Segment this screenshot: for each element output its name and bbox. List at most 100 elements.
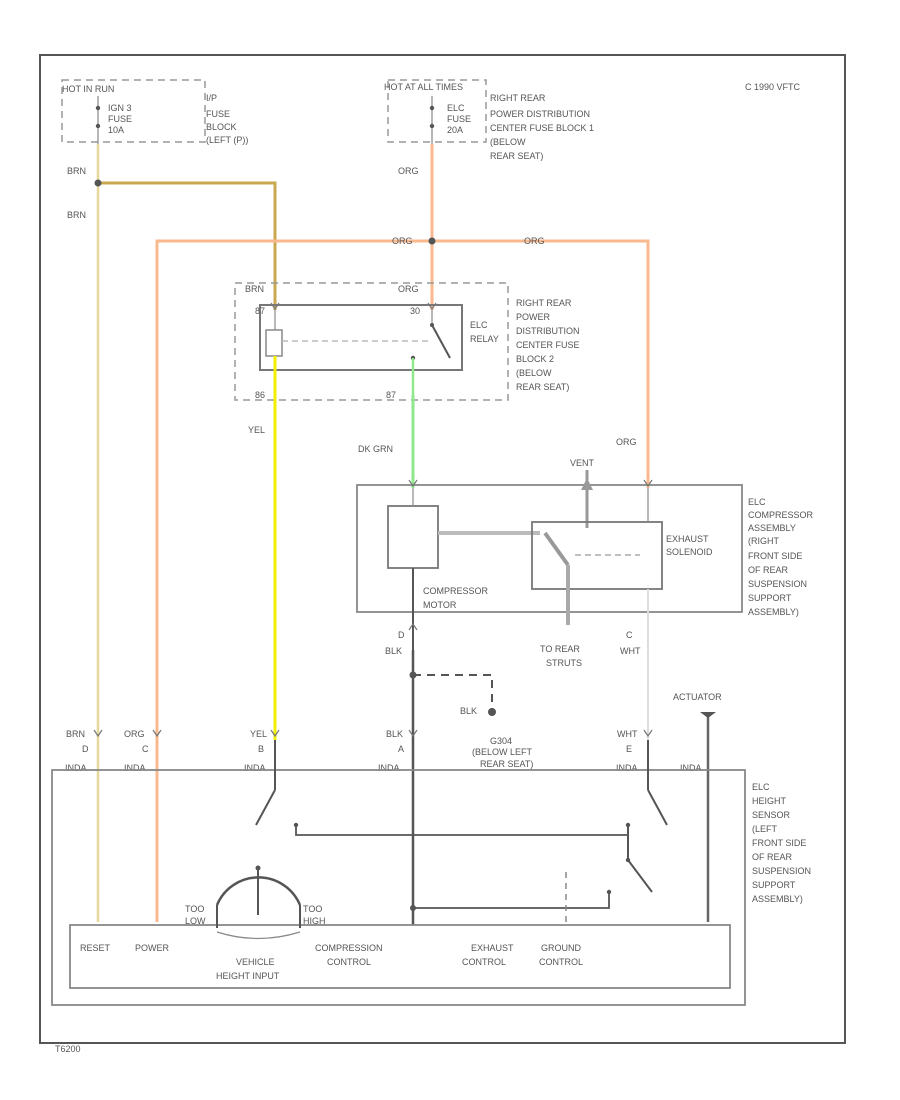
svg-text:INDA: INDA bbox=[65, 763, 87, 773]
actuator-arrow-icon bbox=[700, 712, 716, 718]
label-exhaust-0: EXHAUST bbox=[471, 943, 514, 953]
connector-marks bbox=[93, 302, 653, 738]
svg-text:C: C bbox=[142, 744, 149, 754]
right-fuse-word: FUSE bbox=[447, 114, 471, 124]
wire-label-dk-grn: DK GRN bbox=[358, 444, 393, 454]
left-fuse-word: FUSE bbox=[108, 114, 132, 124]
comp-loc-6: SUSPENSION bbox=[748, 579, 807, 589]
label-ground-0: GROUND bbox=[541, 943, 581, 953]
wire-label-blk-comp: BLK bbox=[385, 646, 402, 656]
label-reset: RESET bbox=[80, 943, 111, 953]
comp-pin-c: C bbox=[626, 630, 633, 640]
right-fuse: HOT AT ALL TIMES ELC FUSE 20A RIGHT REAR… bbox=[384, 79, 594, 161]
comp-loc-0: ELC bbox=[748, 497, 766, 507]
right-fuse-loc-4: REAR SEAT) bbox=[490, 151, 543, 161]
comp-loc-2: ASSEMBLY bbox=[748, 523, 796, 533]
svg-text:BRN: BRN bbox=[66, 729, 85, 739]
right-fuse-loc-1: POWER DISTRIBUTION bbox=[490, 109, 590, 119]
wire-blk-ground bbox=[413, 674, 493, 712]
corner-code: C 1990 VFTC bbox=[745, 82, 801, 92]
comp-loc-1: COMPRESSOR bbox=[748, 510, 814, 520]
relay-in-right: ORG bbox=[398, 284, 419, 294]
relay-loc-3: CENTER FUSE bbox=[516, 340, 580, 350]
relay-pin-bottom-left: 86 bbox=[255, 390, 265, 400]
splice-org bbox=[428, 237, 436, 245]
left-fuse-loc-0: I/P bbox=[206, 93, 217, 103]
motor-label-0: COMPRESSOR bbox=[423, 586, 489, 596]
wire-label-org-comp: ORG bbox=[616, 437, 637, 447]
sensor-pin-b: YEL B INDA bbox=[244, 729, 267, 773]
svg-text:INDA: INDA bbox=[616, 763, 638, 773]
too-low-0: TOO bbox=[185, 904, 204, 914]
label-exhaust-1: CONTROL bbox=[462, 957, 506, 967]
comp-loc-3: (RIGHT bbox=[748, 536, 779, 546]
svg-text:BLK: BLK bbox=[386, 729, 403, 739]
right-fuse-amp: 20A bbox=[447, 125, 463, 135]
wire-label-blk-ground: BLK bbox=[460, 706, 477, 716]
svg-text:ORG: ORG bbox=[124, 729, 145, 739]
too-high-1: HIGH bbox=[303, 916, 326, 926]
left-fuse-loc-1: FUSE bbox=[206, 109, 230, 119]
sensor-loc-4: FRONT SIDE bbox=[752, 838, 806, 848]
sensor-pin-a: BLK A INDA bbox=[378, 729, 404, 773]
sensor-loc-3: (LEFT bbox=[752, 824, 778, 834]
sensor-loc-7: SUPPORT bbox=[752, 880, 796, 890]
relay-loc-0: RIGHT REAR bbox=[516, 298, 572, 308]
wire-label-org-top: ORG bbox=[398, 166, 419, 176]
too-low-1: LOW bbox=[185, 916, 206, 926]
relay-label-0: ELC bbox=[470, 320, 488, 330]
svg-text:D: D bbox=[82, 744, 89, 754]
relay-pin-top-right: 30 bbox=[410, 306, 420, 316]
left-fuse: HOT IN RUN IGN 3 FUSE 10A I/P FUSE BLOCK… bbox=[61, 79, 248, 145]
elc-relay: BRN ORG 87 30 ELC RELAY 86 87 RIGHT REAR… bbox=[234, 282, 580, 401]
right-fuse-loc-2: CENTER FUSE BLOCK 1 bbox=[490, 123, 594, 133]
wire-label-brn-1: BRN bbox=[67, 166, 86, 176]
left-fuse-loc-2: BLOCK bbox=[206, 122, 237, 132]
sensor-pin-c: ORG C INDA bbox=[124, 729, 149, 773]
wire-brn-relay bbox=[98, 181, 277, 310]
diagram-frame bbox=[39, 54, 846, 1044]
left-fuse-name: IGN 3 bbox=[108, 103, 132, 113]
relay-pin-bottom-right: 87 bbox=[386, 390, 396, 400]
ground-label-0: G304 bbox=[490, 736, 512, 746]
vent-label: VENT bbox=[570, 458, 595, 468]
wire-label-wht-comp: WHT bbox=[620, 646, 641, 656]
svg-text:A: A bbox=[398, 744, 404, 754]
sensor-pin-d: BRN D INDA bbox=[65, 729, 89, 773]
sensor-pin-e: WHT E INDA bbox=[616, 729, 638, 773]
footer-id: T6200 bbox=[55, 1044, 81, 1054]
right-fuse-loc-3: (BELOW bbox=[490, 137, 526, 147]
solenoid-label-0: EXHAUST bbox=[666, 534, 709, 544]
label-compression-1: CONTROL bbox=[327, 957, 371, 967]
wire-label-org-left: ORG bbox=[392, 236, 413, 246]
relay-loc-6: REAR SEAT) bbox=[516, 382, 569, 392]
sensor-loc-0: ELC bbox=[752, 782, 770, 792]
right-fuse-name: ELC bbox=[447, 103, 465, 113]
comp-loc-4: FRONT SIDE bbox=[748, 551, 802, 561]
struts-label-1: STRUTS bbox=[546, 658, 582, 668]
left-fuse-loc-3: (LEFT (P)) bbox=[206, 135, 248, 145]
label-height-input-0: VEHICLE bbox=[236, 957, 275, 967]
comp-loc-7: SUPPORT bbox=[748, 593, 792, 603]
relay-label-1: RELAY bbox=[470, 334, 499, 344]
relay-loc-1: POWER bbox=[516, 312, 551, 322]
motor-label-1: MOTOR bbox=[423, 600, 457, 610]
comp-loc-8: ASSEMBLY) bbox=[748, 607, 799, 617]
svg-text:INDA: INDA bbox=[124, 763, 146, 773]
ground-label-1: (BELOW LEFT bbox=[472, 747, 533, 757]
right-fuse-header: HOT AT ALL TIMES bbox=[384, 82, 463, 92]
comp-loc-5: OF REAR bbox=[748, 565, 789, 575]
compressor-assembly: VENT COMPRESSOR MOTOR EXHAUST SOLENOID T… bbox=[356, 458, 814, 740]
sensor-loc-1: HEIGHT bbox=[752, 796, 787, 806]
svg-text:INDA: INDA bbox=[244, 763, 266, 773]
sensor-loc-6: SUSPENSION bbox=[752, 866, 811, 876]
sensor-conn-extra: INDA bbox=[680, 763, 702, 773]
svg-text:E: E bbox=[626, 744, 632, 754]
solenoid-label-1: SOLENOID bbox=[666, 547, 713, 557]
height-sensor: TOO LOW TOO HIGH RESET POWER VEHICLE HEI… bbox=[51, 740, 811, 1006]
relay-loc-2: DISTRIBUTION bbox=[516, 326, 580, 336]
label-ground-1: CONTROL bbox=[539, 957, 583, 967]
left-fuse-amp: 10A bbox=[108, 125, 124, 135]
wire-label-brn-2: BRN bbox=[67, 210, 86, 220]
